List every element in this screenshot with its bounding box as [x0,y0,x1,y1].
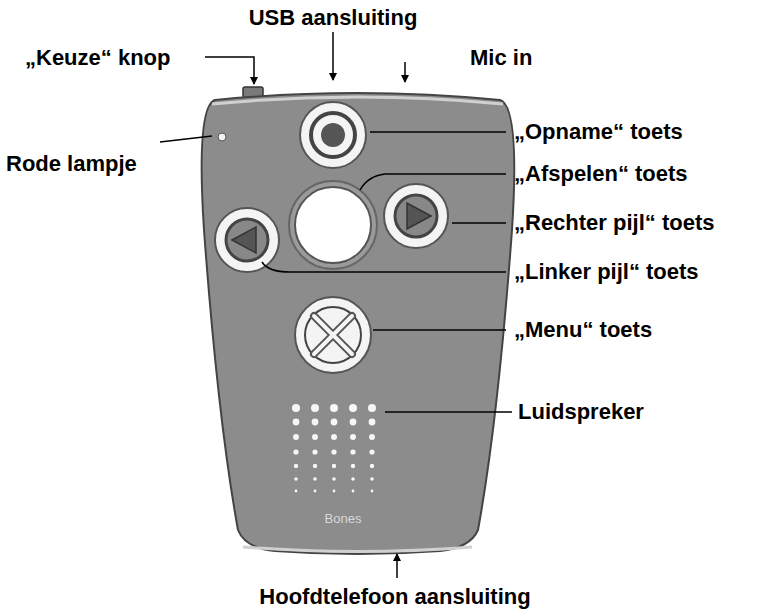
callout-label: „Opname“ toets [514,120,683,144]
record-button [300,102,366,168]
callout-label: „Linker pijl“ toets [514,260,699,284]
red-lamp [218,133,226,141]
callout-label: Rode lampje [6,152,137,176]
menu-button [295,297,371,373]
play-button [289,181,377,269]
brand-logo: Bones [325,512,362,526]
device-body [202,93,515,554]
bottom-edge [243,547,472,552]
leader-lines [160,32,512,578]
top-edge [212,97,503,104]
callout-label: „Afspelen“ toets [514,162,688,186]
callout-label: Mic in [470,46,532,70]
right-arrow-button [384,184,448,248]
callout-label: Luidspreker [518,400,644,424]
callout-label: Hoofdtelefoon aansluiting [259,585,530,609]
speaker-grille [292,404,376,492]
callout-label: „Rechter pijl“ toets [514,211,714,235]
callout-label: USB aansluiting [249,6,418,30]
callout-label: „Keuze“ knop [25,46,170,70]
callout-label: „Menu“ toets [514,318,652,342]
left-arrow-button [215,208,279,272]
